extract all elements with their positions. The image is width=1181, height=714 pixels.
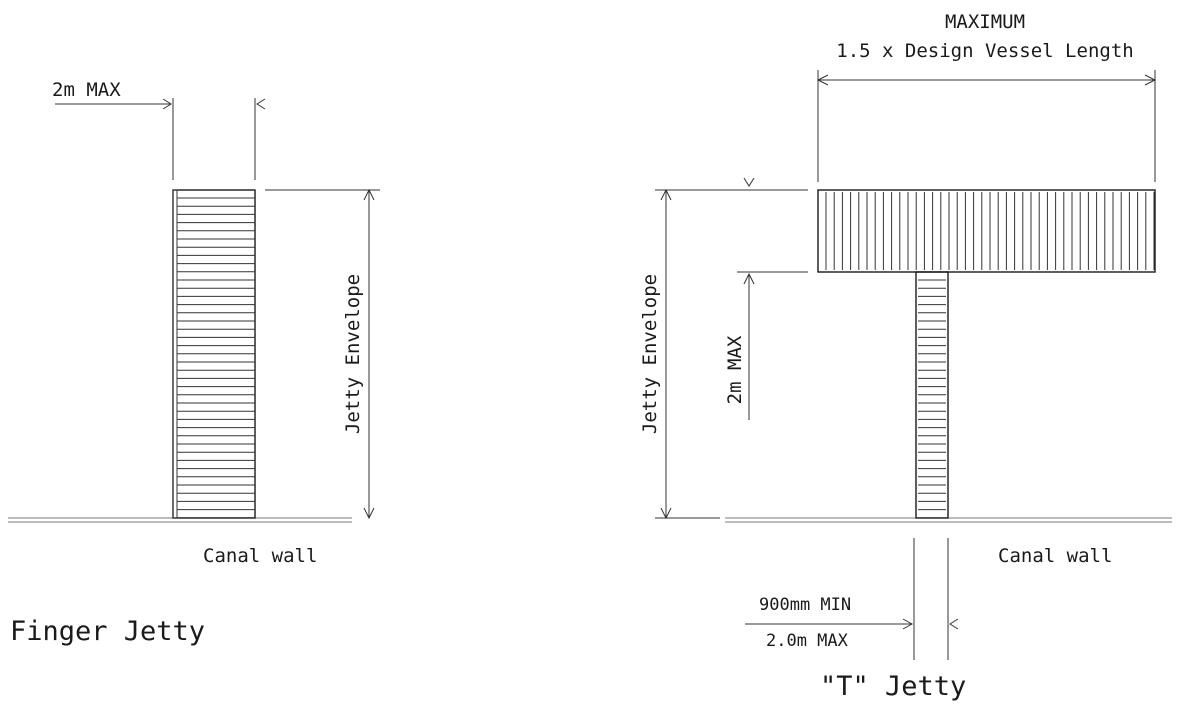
t-jetty-title: "T" Jetty <box>820 671 966 702</box>
finger-width-arrow-left <box>162 98 172 110</box>
t-length-label-2: 1.5 x Design Vessel Length <box>836 40 1133 62</box>
t-stem-width-label-1: 900mm MIN <box>759 595 851 615</box>
t-stem-width-arrow-left <box>902 618 914 630</box>
t-stem-width-label-2: 2.0m MAX <box>766 631 849 651</box>
t-stem-width-arrow-right <box>949 618 959 630</box>
t-envelope-arrow-bottom <box>660 507 672 520</box>
finger-jetty-decking <box>177 197 255 519</box>
t-length-arrow-right <box>1144 74 1157 86</box>
finger-jetty: 2m MAX Jetty Envelope Canal wall Finger … <box>8 79 380 647</box>
t-head-width-arrow <box>743 272 755 285</box>
t-head-width-label: 2m MAX <box>724 335 746 404</box>
t-canal-wall-label: Canal wall <box>998 545 1112 567</box>
t-jetty-head-decking <box>825 192 1155 270</box>
t-length-label-1: MAXIMUM <box>945 11 1025 33</box>
t-envelope-label: Jetty Envelope <box>639 274 661 434</box>
finger-envelope-arrow-bottom <box>363 507 375 520</box>
finger-width-arrow-right <box>256 98 266 110</box>
finger-width-label: 2m MAX <box>52 79 121 101</box>
finger-jetty-title: Finger Jetty <box>10 616 205 647</box>
finger-envelope-label: Jetty Envelope <box>342 274 364 434</box>
finger-canal-wall-label: Canal wall <box>203 545 317 567</box>
t-jetty-stem-decking <box>918 279 946 519</box>
finger-envelope-arrow-top <box>363 188 375 201</box>
t-jetty-head <box>817 189 1156 273</box>
t-head-top-tick <box>743 177 755 187</box>
t-jetty: MAXIMUM 1.5 x Design Vessel Length Jetty… <box>639 11 1172 702</box>
t-length-arrow-left <box>816 74 829 86</box>
t-envelope-arrow-top <box>660 188 672 201</box>
